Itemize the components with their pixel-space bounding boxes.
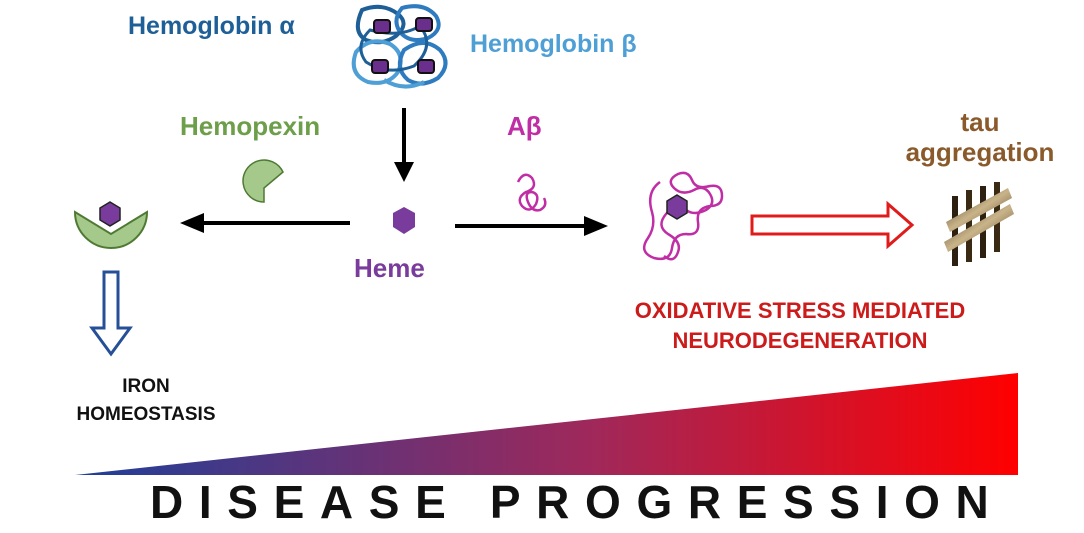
disease-progression-gradient: [75, 373, 1018, 475]
heme-label: Heme: [354, 253, 425, 283]
hemoglobin-alpha-label: Hemoglobin α: [128, 12, 295, 40]
tau-aggregation-icon: [944, 182, 1014, 266]
iron-label-line2: HOMEOSTASIS: [76, 403, 216, 425]
tau-aggregation-label: tau aggregation: [880, 107, 1080, 168]
arrow-to-tau-aggregation: [750, 200, 915, 250]
oxidative-label-line2: NEURODEGENERATION: [672, 327, 928, 353]
iron-homeostasis-label: IRON HOMEOSTASIS: [56, 373, 236, 428]
abeta-label: Aβ: [507, 111, 542, 141]
tau-label-line1: tau: [960, 107, 1000, 137]
disease-progression-label: DISEASE PROGRESSION: [150, 476, 1005, 528]
oxidative-label-line1: OXIDATIVE STRESS MEDIATED: [634, 298, 966, 323]
arrow-to-iron-homeostasis: [89, 270, 133, 357]
arrow-hemoglobin-to-heme: [394, 108, 414, 182]
hemopexin-icon: [242, 159, 284, 203]
abeta-heme-complex-icon: [642, 171, 724, 261]
hemoglobin-icon: [351, 4, 448, 89]
abeta-icon: [516, 173, 547, 212]
heme-icon: [393, 207, 415, 234]
hemoglobin-beta-label: Hemoglobin β: [470, 30, 637, 58]
tau-label-line2: aggregation: [905, 136, 1055, 167]
hemopexin-label: Hemopexin: [180, 111, 321, 141]
iron-label-line1: IRON: [122, 376, 170, 397]
hemopexin-heme-complex-icon: [73, 201, 149, 249]
arrow-heme-to-abeta: [455, 216, 608, 236]
oxidative-stress-label: OXIDATIVE STRESS MEDIATED NEURODEGENERAT…: [584, 296, 1016, 355]
arrow-heme-to-hemopexin: [180, 213, 350, 233]
